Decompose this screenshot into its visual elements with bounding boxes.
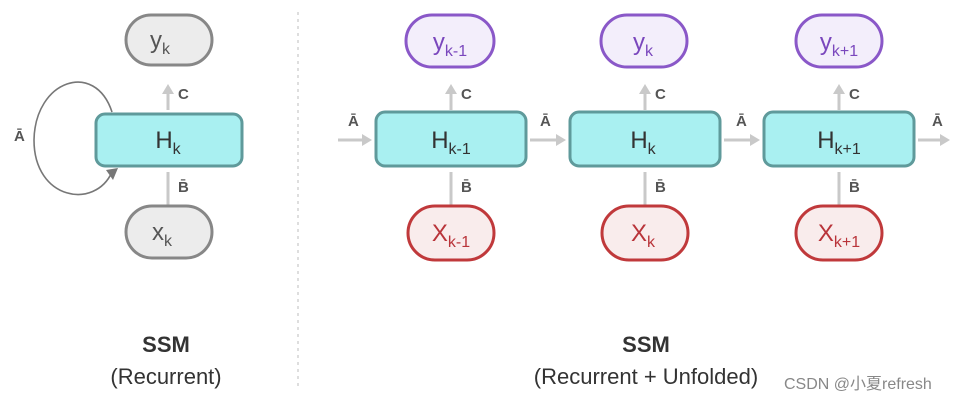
left-loop-arrow: [33, 81, 113, 196]
state-box-2: [762, 110, 916, 168]
b-label-1: B̄: [655, 178, 666, 196]
left-panel: yk C Hk B̄ xk Ā SSM (Recurrent): [14, 13, 244, 389]
left-c-arrowhead: [162, 84, 174, 94]
input-label-0: Xk-1: [432, 220, 470, 251]
a-arrowhead-1: [556, 134, 566, 146]
output-label-1: yk: [633, 29, 654, 60]
unfolded-step-0: yk-1 C Hk-1 B̄ Xk-1: [374, 13, 528, 262]
input-label-2: Xk+1: [818, 220, 860, 251]
left-state-box: [94, 112, 244, 168]
c-label-1: C: [655, 86, 666, 103]
right-subtitle: (Recurrent + Unfolded): [534, 364, 758, 389]
output-node-2: [794, 13, 884, 69]
c-label-0: C: [461, 86, 472, 103]
a-arrowhead-3: [940, 134, 950, 146]
a-label-0: Ā: [348, 113, 359, 130]
b-label-0: B̄: [461, 178, 472, 196]
left-b-label: B̄: [178, 178, 189, 196]
c-arrowhead-2: [833, 84, 845, 94]
output-label-2: yk+1: [820, 29, 858, 60]
a-label-1: Ā: [540, 113, 551, 130]
output-node-1: [599, 13, 689, 69]
output-label-0: yk-1: [433, 29, 467, 60]
state-label-2: Hk+1: [817, 127, 861, 158]
a-arrowhead-2: [750, 134, 760, 146]
input-node-2: [794, 204, 884, 262]
c-arrowhead-0: [445, 84, 457, 94]
input-node-1: [600, 204, 690, 262]
right-title: SSM: [622, 332, 670, 357]
unfolded-step-1: yk C Hk B̄ Xk: [568, 13, 722, 262]
left-output-node: [124, 13, 214, 67]
right-panel: Ā Ā Ā Ā yk-1 C Hk-1 B̄ Xk-1 yk: [338, 13, 950, 389]
left-input-label: xk: [152, 219, 173, 250]
state-box-0: [374, 110, 528, 168]
a-label-2: Ā: [736, 113, 747, 130]
watermark-text: CSDN @小夏refresh: [784, 375, 932, 393]
a-label-3: Ā: [932, 113, 943, 130]
unfolded-step-2: yk+1 C Hk+1 B̄ Xk+1: [762, 13, 916, 262]
state-box-1: [568, 110, 722, 168]
left-state-label: Hk: [155, 127, 181, 158]
state-label-0: Hk-1: [431, 127, 471, 158]
left-output-label: yk: [150, 27, 171, 58]
c-arrowhead-1: [639, 84, 651, 94]
left-c-label: C: [178, 86, 189, 103]
a-arrowhead-0: [362, 134, 372, 146]
input-node-0: [406, 204, 496, 262]
state-label-1: Hk: [630, 127, 656, 158]
left-a-label: Ā: [14, 128, 25, 145]
output-node-0: [404, 13, 496, 69]
left-subtitle: (Recurrent): [110, 364, 221, 389]
input-label-1: Xk: [631, 220, 656, 251]
left-input-node: [124, 204, 214, 260]
b-label-2: B̄: [849, 178, 860, 196]
left-loop-arrowhead: [106, 168, 118, 180]
c-label-2: C: [849, 86, 860, 103]
left-title: SSM: [142, 332, 190, 357]
